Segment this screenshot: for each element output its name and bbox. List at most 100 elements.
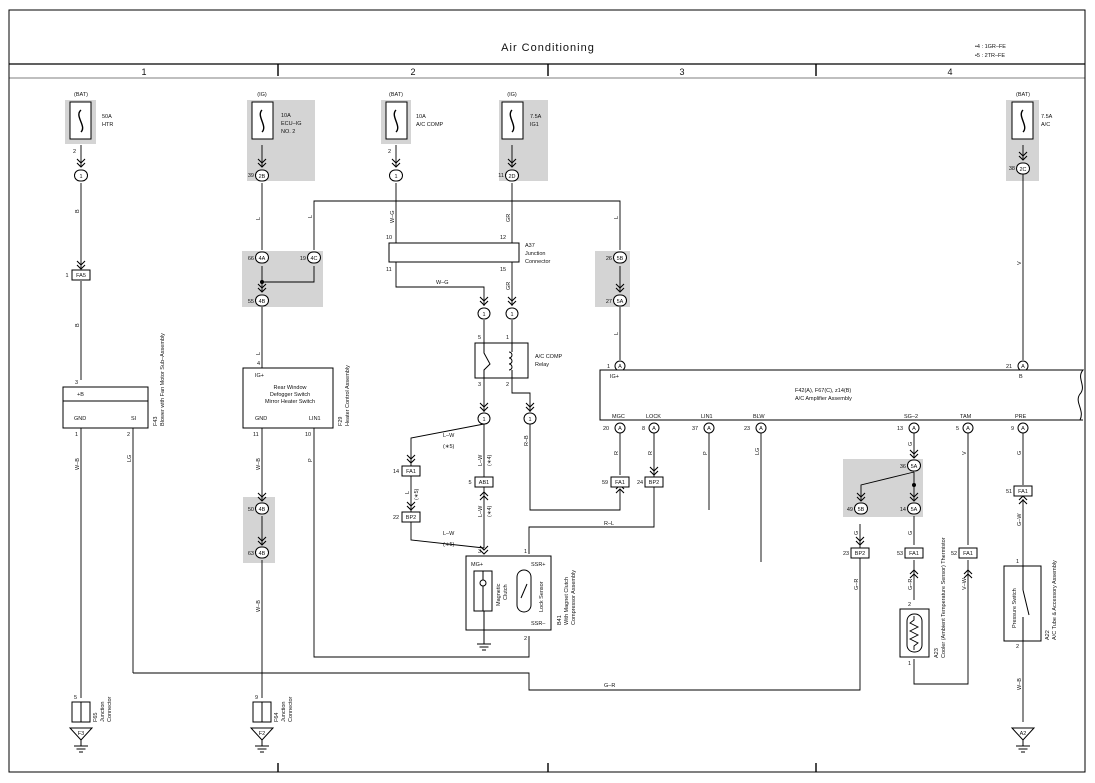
connector-id: 2D bbox=[508, 174, 515, 180]
tag-label: FA1 bbox=[406, 469, 416, 475]
wire-label: G–R bbox=[908, 579, 914, 590]
connector-2b: 2B bbox=[255, 169, 269, 182]
component-id: F42(A), F67(C), z14(B) bbox=[795, 388, 851, 394]
connector-5a: 5A bbox=[613, 294, 627, 307]
variant-label: (∗5) bbox=[443, 444, 454, 450]
connector-id: 5A bbox=[911, 507, 918, 513]
connector-id: A bbox=[1021, 426, 1025, 432]
fuse-ac: (BAT) 7.5A A/C bbox=[1011, 92, 1053, 140]
pin-name: IG+ bbox=[610, 374, 619, 380]
component-name: Cooler (Ambient Temperature Sensor) Ther… bbox=[941, 537, 947, 658]
ac-comp-relay: A/C COMP Relay 5 1 3 2 bbox=[474, 335, 563, 388]
pin-label: 13 bbox=[897, 426, 903, 432]
connector-2c: 2C bbox=[1016, 162, 1030, 175]
connector-id: 2C bbox=[1019, 167, 1026, 173]
connector-5a: 5A bbox=[907, 502, 921, 515]
pin-label: 20 bbox=[603, 426, 609, 432]
fuse-name-2: NO. 2 bbox=[281, 129, 295, 135]
pin-name: IG+ bbox=[255, 373, 264, 379]
oval-connectors: 1 2B 1 2D 2C 4A 4C 4B 5B 5A 1 1 1 1 4B 4… bbox=[74, 162, 1030, 559]
tag-label: BP2 bbox=[855, 551, 865, 557]
component-name: Connector bbox=[107, 696, 113, 722]
component-id: A22 bbox=[1045, 630, 1051, 640]
wire-label: G bbox=[908, 531, 914, 535]
connector-1: 1 bbox=[477, 307, 491, 320]
wire-label: GR bbox=[506, 214, 512, 222]
wire-label: L bbox=[614, 216, 620, 219]
connector-id: 1 bbox=[510, 312, 513, 318]
jc-pin-labels: 66 19 55 26 27 50 63 36 49 14 bbox=[248, 256, 906, 557]
pin-label: 15 bbox=[500, 267, 506, 273]
zone-label-3: 3 bbox=[679, 67, 684, 77]
frame bbox=[8, 9, 1086, 773]
variant-label: (∗4) bbox=[487, 506, 493, 517]
connector-id: 4B bbox=[259, 299, 266, 305]
pin-label: 55 bbox=[248, 299, 254, 305]
tag-label: AB1 bbox=[479, 480, 489, 486]
connector-2d: 2D bbox=[505, 169, 519, 182]
component-id: F65 bbox=[93, 713, 99, 722]
pin-label: 5 bbox=[74, 695, 77, 701]
wire-label: W–G bbox=[436, 280, 449, 286]
tag-label: BP2 bbox=[406, 515, 416, 521]
connector-id: 1 bbox=[528, 417, 531, 423]
connector-id: A bbox=[912, 426, 916, 432]
pin-name: GND bbox=[74, 416, 86, 422]
pin-label: 23 bbox=[843, 551, 849, 557]
connector-id: A bbox=[966, 426, 970, 432]
connector-id: 1 bbox=[394, 174, 397, 180]
fuse-name: ECU–IG bbox=[281, 121, 301, 127]
pin-label: 10 bbox=[305, 432, 311, 438]
component-name: Clutch bbox=[503, 584, 509, 600]
fuse-amp: 10A bbox=[281, 113, 291, 119]
amplifier-pin-circles: A A A A A A A A A bbox=[614, 360, 1029, 434]
connector-1: 1 bbox=[505, 307, 519, 320]
pin-label: 2 bbox=[506, 382, 509, 388]
ground-id: F3 bbox=[78, 731, 84, 737]
component-name: Compressor Assembly bbox=[571, 570, 577, 625]
fuse-name: A/C COMP bbox=[416, 122, 444, 128]
a23-thermistor: 2 1 A23 Cooler (Ambient Temperature Sens… bbox=[899, 537, 947, 667]
wire-label: R–B bbox=[524, 435, 530, 446]
component-name: A/C COMP bbox=[535, 354, 563, 360]
component-name: A/C Tube & Accessory Assembly bbox=[1052, 560, 1058, 640]
engine-note-1: •4 : 1GR–FE bbox=[975, 44, 1006, 50]
wire-label: GR bbox=[506, 282, 512, 290]
pin-label: 24 bbox=[637, 480, 643, 486]
connector-id: 1 bbox=[482, 312, 485, 318]
component-name: A/C Amplifier Assembly bbox=[795, 396, 852, 402]
wire-label: LG bbox=[127, 455, 133, 462]
connector-5b: 5B bbox=[613, 251, 627, 264]
pin-label: 4 bbox=[257, 361, 260, 367]
fuse-htr: (BAT) 50A HTR bbox=[69, 92, 113, 140]
pin-label: 11 bbox=[498, 173, 504, 179]
fuse-pins: 2 39 2 11 38 bbox=[73, 149, 1015, 179]
connector-4b: 4B bbox=[255, 294, 269, 307]
fuse-source: (BAT) bbox=[389, 92, 403, 98]
pin-name: LIN1 bbox=[309, 416, 321, 422]
pin-label: 1 bbox=[65, 273, 68, 279]
component-name: Mirror Heater Switch bbox=[265, 399, 315, 405]
pin-label: 2 bbox=[127, 432, 130, 438]
pin-label: 12 bbox=[500, 235, 506, 241]
pin-name: MGC bbox=[612, 414, 625, 420]
pin-name: GND bbox=[255, 416, 267, 422]
wire-label: V–W bbox=[962, 577, 968, 590]
component-name: Connector bbox=[525, 259, 551, 265]
f29-heater-control: IG+ Rear Window Defogger Switch Mirror H… bbox=[242, 361, 351, 438]
connector-id: 5B bbox=[617, 256, 624, 262]
connector-1: 1 bbox=[477, 412, 491, 425]
pin-label: 11 bbox=[386, 267, 392, 273]
pin-label: 51 bbox=[1006, 489, 1012, 495]
component-name: Rear Window bbox=[273, 385, 306, 391]
pin-label: 53 bbox=[897, 551, 903, 557]
wire-label: P bbox=[308, 458, 314, 462]
connector-id: A bbox=[652, 426, 656, 432]
pin-label: 52 bbox=[951, 551, 957, 557]
fuse-source: (IG) bbox=[507, 92, 517, 98]
